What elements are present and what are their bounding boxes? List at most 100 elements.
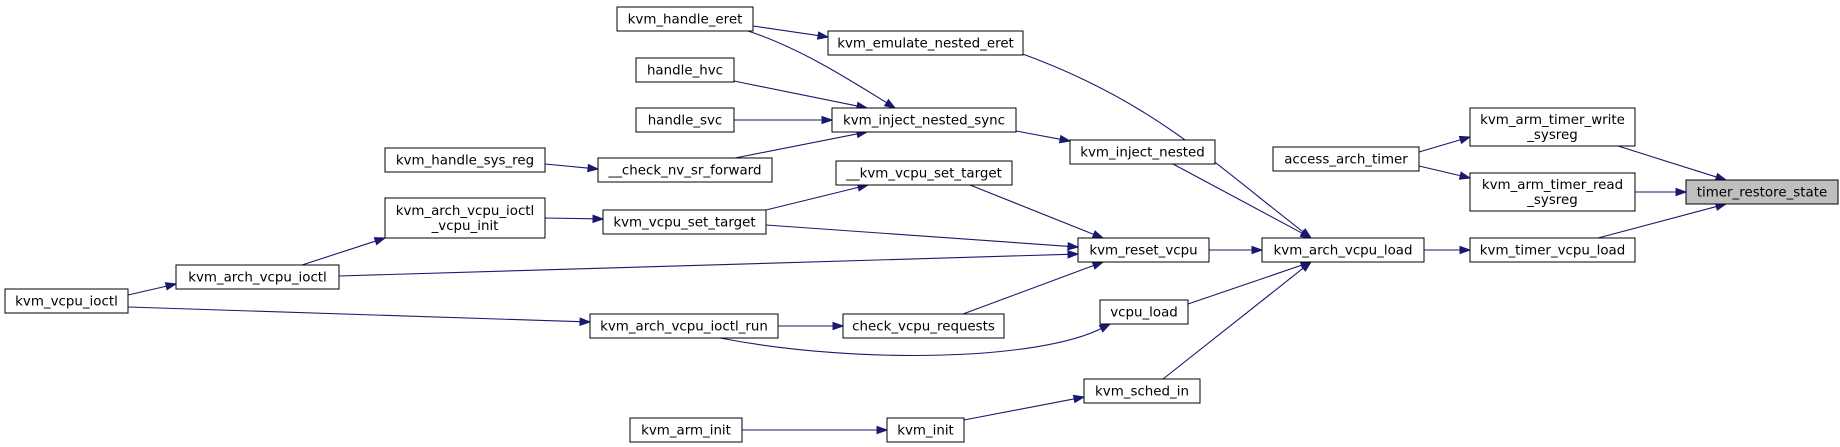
edge-line [1617,145,1718,178]
edge-kvm_arch_vcpu_ioctl_vcpu_init-to-kvm_vcpu_set_target [544,214,605,224]
edges-layer [127,25,1728,435]
nodes-layer: timer_restore_state kvm_arm_timer_write_s… [4,6,1839,443]
edge-line [765,224,1070,247]
edge-kvm_vcpu_set_target-to-__kvm_vcpu_set_target [765,183,870,211]
edge-kvm_handle_sys_reg-to-__check_nv_sr_forward [544,163,600,173]
node-kvm_handle_eret[interactable]: kvm_handle_eret [616,6,754,32]
node-box [1469,237,1636,263]
node-kvm_arch_vcpu_ioctl_vcpu_init[interactable]: kvm_arch_vcpu_ioctl_vcpu_init [384,197,546,239]
edge-check_vcpu_requests-to-kvm_reset_vcpu [962,261,1105,315]
node-handle_svc[interactable]: handle_svc [635,107,735,133]
node-kvm_emulate_nested_eret[interactable]: kvm_emulate_nested_eret [827,30,1024,56]
node-label: _sysreg [1526,193,1578,208]
edge-line [719,327,1103,357]
node-label: kvm_handle_sys_reg [396,154,534,169]
edge-kvm_handle_eret-to-kvm_inject_nested_sync [747,30,897,109]
node-box [842,313,1005,339]
arrowhead-icon [1091,230,1105,239]
node-box [1469,107,1636,147]
arrowhead-icon [832,321,845,331]
node-box [827,30,1024,56]
node-access_arch_timer[interactable]: access_arch_timer [1272,146,1420,172]
arrowhead-icon [592,214,605,224]
edge-line [544,163,590,169]
node-kvm_handle_sys_reg[interactable]: kvm_handle_sys_reg [384,147,546,173]
node-label: kvm_inject_nested [1080,146,1205,161]
arrowhead-icon [1067,250,1080,259]
node-label: __kvm_vcpu_set_target [845,167,1002,182]
edge-line [1172,163,1304,235]
arrowhead-icon [816,31,830,40]
edge-kvm_init-to-kvm_sched_in [963,394,1086,421]
node-box [835,160,1013,186]
edge-kvm_vcpu_set_target-to-kvm_reset_vcpu [765,224,1080,251]
node-label: _vcpu_init [431,219,499,234]
edge-line [734,133,859,159]
node-box [175,264,340,290]
edge-line [765,186,860,211]
node-box [1083,378,1201,404]
arrowhead-icon [876,425,889,435]
node-label: timer_restore_state [1697,186,1827,201]
node-box [831,107,1017,133]
edge-handle_svc-to-kvm_inject_nested_sync [734,115,834,125]
arrowhead-icon [1091,261,1105,270]
node-box [4,288,129,314]
edge-line [1597,205,1718,239]
node-__kvm_vcpu_set_target[interactable]: __kvm_vcpu_set_target [835,160,1013,186]
arrowhead-icon [587,163,600,173]
edge-access_arch_timer-to-kvm_arm_timer_read_sysreg [1418,165,1472,180]
node-kvm_reset_vcpu[interactable]: kvm_reset_vcpu [1077,237,1210,263]
edge-line [1418,165,1462,177]
node-kvm_inject_nested[interactable]: kvm_inject_nested [1069,139,1216,165]
node-vcpu_load[interactable]: vcpu_load [1099,299,1189,325]
node-box [602,209,767,235]
node-label: kvm_inject_nested_sync [843,114,1005,129]
node-box [597,157,773,183]
node-__check_nv_sr_forward[interactable]: __check_nv_sr_forward [597,157,773,183]
node-kvm_arm_timer_write_sysreg[interactable]: kvm_arm_timer_write_sysreg [1469,107,1636,147]
edge-kvm_arch_vcpu_ioctl_run-to-check_vcpu_requests [778,321,845,331]
node-kvm_inject_nested_sync[interactable]: kvm_inject_nested_sync [831,107,1017,133]
arrowhead-icon [1299,229,1313,239]
arrowhead-icon [821,115,834,125]
node-box [384,197,546,239]
node-handle_hvc[interactable]: handle_hvc [635,57,735,83]
edge-kvm_timer_vcpu_load-to-timer_restore_state [1597,202,1728,239]
node-label: kvm_arch_vcpu_ioctl [396,204,535,219]
node-kvm_arm_init[interactable]: kvm_arm_init [629,417,743,443]
node-kvm_arch_vcpu_ioctl_run[interactable]: kvm_arch_vcpu_ioctl_run [589,313,779,339]
node-box [1272,146,1420,172]
edge-line [747,30,888,104]
arrowhead-icon [1300,261,1313,272]
edge-line [963,398,1076,421]
edge-line [1015,130,1062,140]
arrowhead-icon [1251,245,1264,255]
node-label: handle_hvc [647,64,723,79]
arrowhead-icon [579,317,592,326]
node-kvm_arm_timer_read_sysreg[interactable]: kvm_arm_timer_read_sysreg [1469,172,1636,212]
node-kvm_arch_vcpu_ioctl[interactable]: kvm_arch_vcpu_ioctl [175,264,340,290]
edge-line [338,253,1070,277]
edge-handle_hvc-to-kvm_inject_nested_sync [733,80,869,111]
node-check_vcpu_requests[interactable]: check_vcpu_requests [842,313,1005,339]
node-box [886,417,965,443]
node-box [1077,237,1210,263]
node-kvm_init[interactable]: kvm_init [886,417,965,443]
node-kvm_vcpu_set_target[interactable]: kvm_vcpu_set_target [602,209,767,235]
node-box [616,6,754,32]
edge-line [962,264,1095,315]
node-timer_restore_state[interactable]: timer_restore_state [1685,179,1839,205]
node-kvm_vcpu_ioctl[interactable]: kvm_vcpu_ioctl [4,288,129,314]
edge-__check_nv_sr_forward-to-kvm_inject_nested_sync [734,129,869,159]
node-label: kvm_arch_vcpu_ioctl_run [600,320,768,335]
arrowhead-icon [1458,135,1472,145]
edge-kvm_inject_nested_sync-to-kvm_inject_nested [1015,130,1072,144]
node-kvm_sched_in[interactable]: kvm_sched_in [1083,378,1201,404]
arrowhead-icon [1067,241,1080,251]
edge-kvm_vcpu_ioctl-to-kvm_arch_vcpu_ioctl [127,282,178,296]
node-kvm_arch_vcpu_load[interactable]: kvm_arch_vcpu_load [1261,237,1425,263]
node-box [589,313,779,339]
node-kvm_timer_vcpu_load[interactable]: kvm_timer_vcpu_load [1469,237,1636,263]
